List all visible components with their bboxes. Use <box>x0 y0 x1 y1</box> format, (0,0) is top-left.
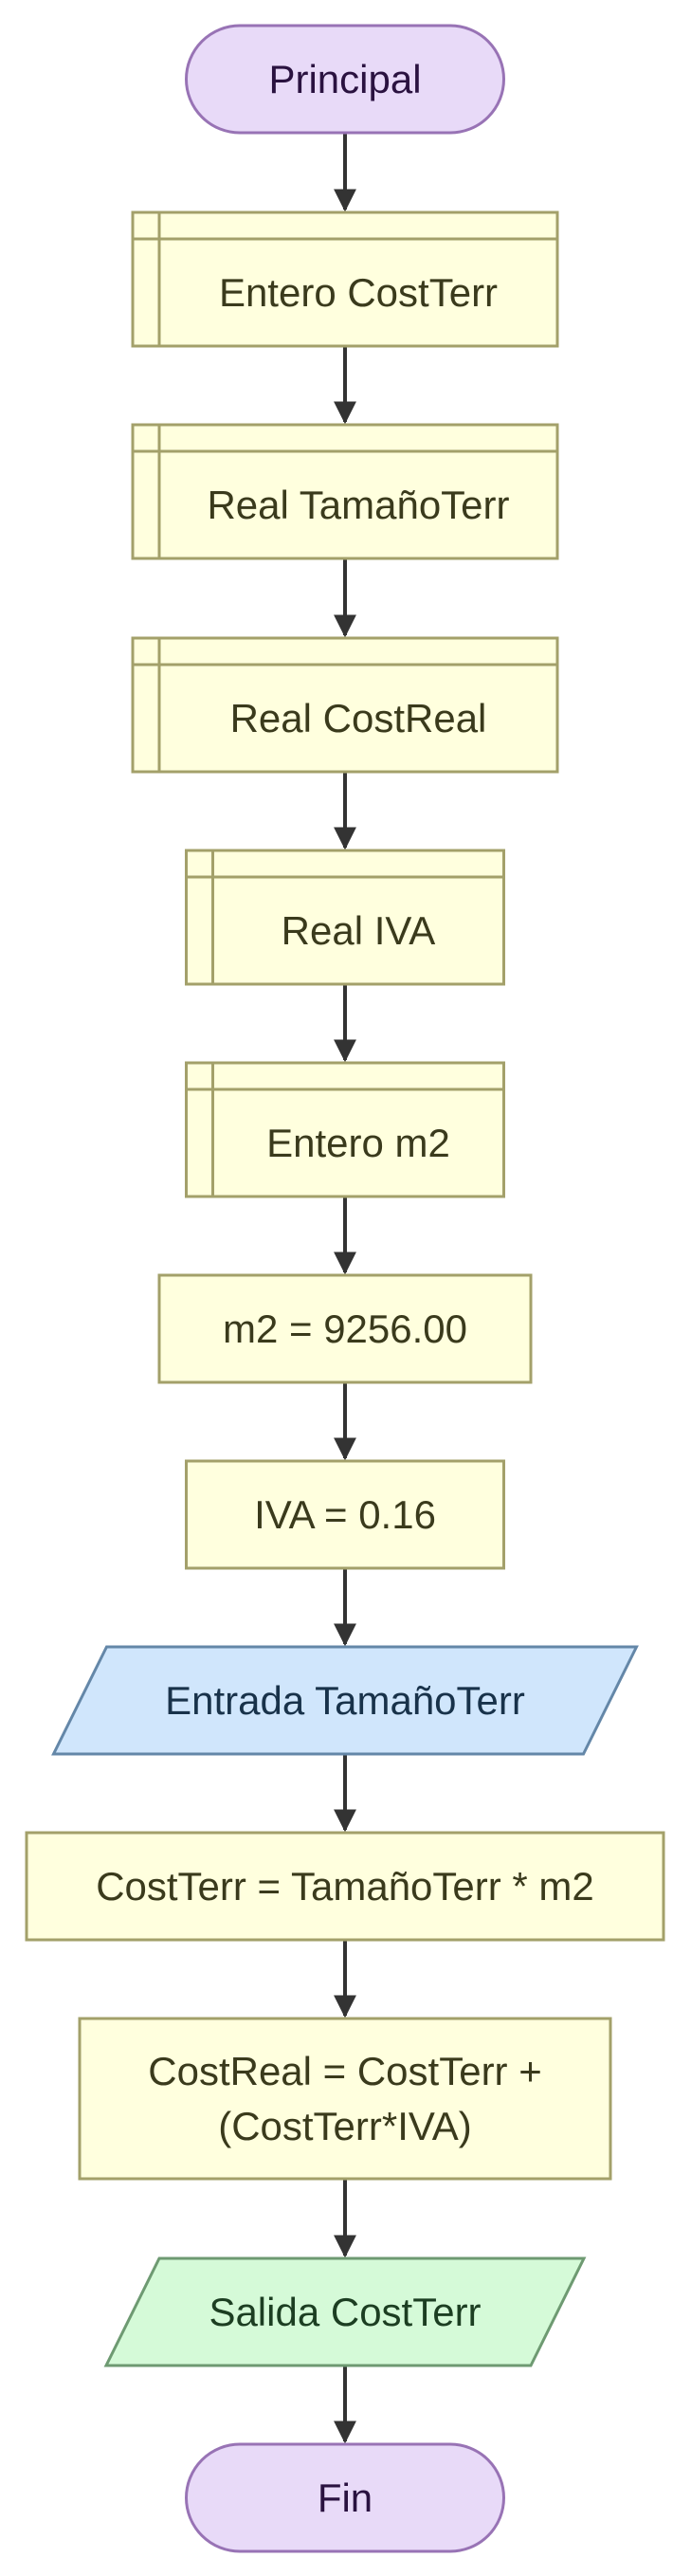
process-shape <box>78 2017 612 2181</box>
node-decl-m2: Entero m2 <box>185 1061 505 1198</box>
node-label: Real TamañoTerr <box>207 483 509 527</box>
terminal-shape <box>185 24 505 135</box>
node-label: Entrada TamañoTerr <box>165 1678 525 1723</box>
node-input-tamanoterr: Entrada TamañoTerr <box>51 1645 639 1756</box>
node-decl-costterr: Entero CostTerr <box>131 210 559 348</box>
node-label: Fin <box>318 2476 373 2520</box>
node-calc-costterr: CostTerr = TamañoTerr * m2 <box>25 1831 665 1942</box>
node-decl-costreal: Real CostReal <box>131 636 559 774</box>
node-label: CostReal = CostTerr + <box>148 2049 542 2093</box>
node-label: Real IVA <box>282 908 436 953</box>
node-label: CostTerr = TamañoTerr * m2 <box>96 1864 594 1909</box>
node-decl-tamanoterr: Real TamañoTerr <box>131 423 559 560</box>
node-assign-iva: IVA = 0.16 <box>185 1459 505 1570</box>
node-label: Real CostReal <box>230 696 487 740</box>
node-start: Principal <box>185 24 505 135</box>
terminal-shape <box>185 2442 505 2553</box>
process-shape <box>157 1273 533 1384</box>
node-label: IVA = 0.16 <box>254 1492 436 1537</box>
node-assign-m2: m2 = 9256.00 <box>157 1273 533 1384</box>
process-shape <box>185 1459 505 1570</box>
node-label: (CostTerr*IVA) <box>218 2104 472 2148</box>
node-end: Fin <box>185 2442 505 2553</box>
declaration-shape <box>185 849 505 986</box>
node-decl-iva: Real IVA <box>185 849 505 986</box>
declaration-shape <box>131 423 559 560</box>
node-label: Principal <box>268 57 421 101</box>
process-shape <box>25 1831 665 1942</box>
node-label: Salida CostTerr <box>209 2290 481 2334</box>
input-shape <box>51 1645 639 1756</box>
declaration-shape <box>131 636 559 774</box>
node-label: Entero m2 <box>266 1121 450 1165</box>
output-shape <box>103 2256 587 2367</box>
node-calc-costreal: CostReal = CostTerr + (CostTerr*IVA) <box>78 2017 612 2181</box>
node-label: m2 = 9256.00 <box>223 1306 467 1351</box>
node-label: Entero CostTerr <box>219 270 498 315</box>
declaration-shape <box>131 210 559 348</box>
node-output-costterr: Salida CostTerr <box>103 2256 587 2367</box>
declaration-shape <box>185 1061 505 1198</box>
